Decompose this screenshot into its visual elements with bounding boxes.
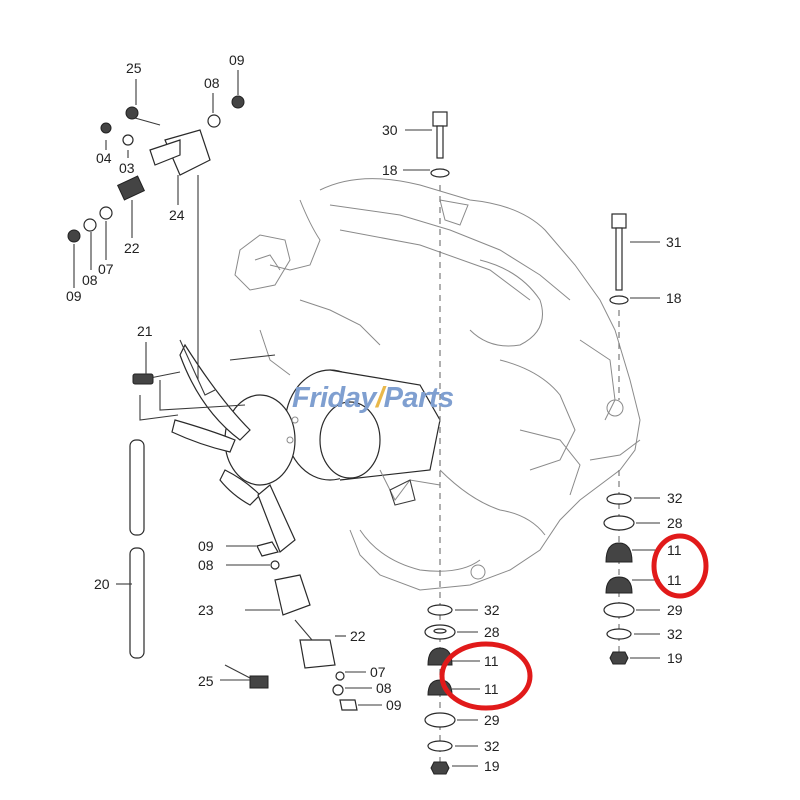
callout-25-top: 25	[126, 60, 142, 76]
callout-09-bottom: 09	[386, 697, 402, 713]
callout-stack1-32-bottom: 32	[484, 738, 500, 754]
callout-09-mid: 09	[198, 538, 214, 554]
watermark-logo: Friday/Parts	[292, 382, 454, 415]
bolt-31	[609, 213, 629, 660]
callout-08-left: 08	[82, 272, 98, 288]
callout-stack1-19: 19	[484, 758, 500, 774]
callout-stack2-32-top: 32	[667, 490, 683, 506]
callout-31: 31	[666, 234, 682, 250]
callout-18-right: 18	[666, 290, 682, 306]
callout-stack1-11-lower: 11	[484, 681, 499, 697]
watermark-part-2: /	[376, 382, 384, 414]
callout-20: 20	[94, 576, 110, 592]
callout-stack1-28: 28	[484, 624, 500, 640]
callout-23: 23	[198, 602, 214, 618]
center-mount-stack	[424, 604, 456, 775]
callout-04: 04	[96, 150, 112, 166]
engine-outline	[234, 178, 641, 591]
highlight-oval-right	[651, 533, 709, 599]
callout-08-top: 08	[204, 75, 220, 91]
callout-stack2-29: 29	[667, 602, 683, 618]
callout-stack1-11-upper: 11	[484, 653, 499, 669]
callout-stack2-11-lower: 11	[667, 572, 682, 588]
callout-stack2-11-upper: 11	[667, 542, 682, 558]
callout-22-top: 22	[124, 240, 140, 256]
callout-30: 30	[382, 122, 398, 138]
callout-09-left: 09	[66, 288, 82, 304]
callout-08-mid: 08	[198, 557, 214, 573]
fan-assembly	[171, 343, 441, 553]
callout-stack2-19: 19	[667, 650, 683, 666]
callout-21: 21	[137, 323, 153, 339]
callout-25-bottom: 25	[198, 673, 214, 689]
watermark-part-3: Parts	[383, 382, 455, 414]
callout-stack2-28: 28	[667, 515, 683, 531]
callout-08-bottom: 08	[376, 680, 392, 696]
callout-07-top: 07	[98, 261, 114, 277]
callout-stack1-32-top: 32	[484, 602, 500, 618]
watermark-part-1: Friday	[292, 382, 377, 414]
lower-bracket-assembly	[224, 479, 416, 711]
callout-22-bottom: 22	[350, 628, 366, 644]
callout-07-bottom: 07	[370, 664, 386, 680]
right-mount-stack	[603, 493, 635, 665]
rod-20	[129, 439, 145, 659]
callout-24: 24	[169, 207, 185, 223]
leader-lines	[73, 70, 660, 767]
callout-09-top: 09	[229, 52, 245, 68]
callout-stack1-29: 29	[484, 712, 500, 728]
callout-stack2-32-bottom: 32	[667, 626, 683, 642]
callout-03: 03	[119, 160, 135, 176]
callout-18-center: 18	[382, 162, 398, 178]
upper-bracket-assembly	[67, 95, 276, 421]
highlight-oval-center	[439, 641, 533, 711]
bolt-30	[430, 111, 450, 178]
